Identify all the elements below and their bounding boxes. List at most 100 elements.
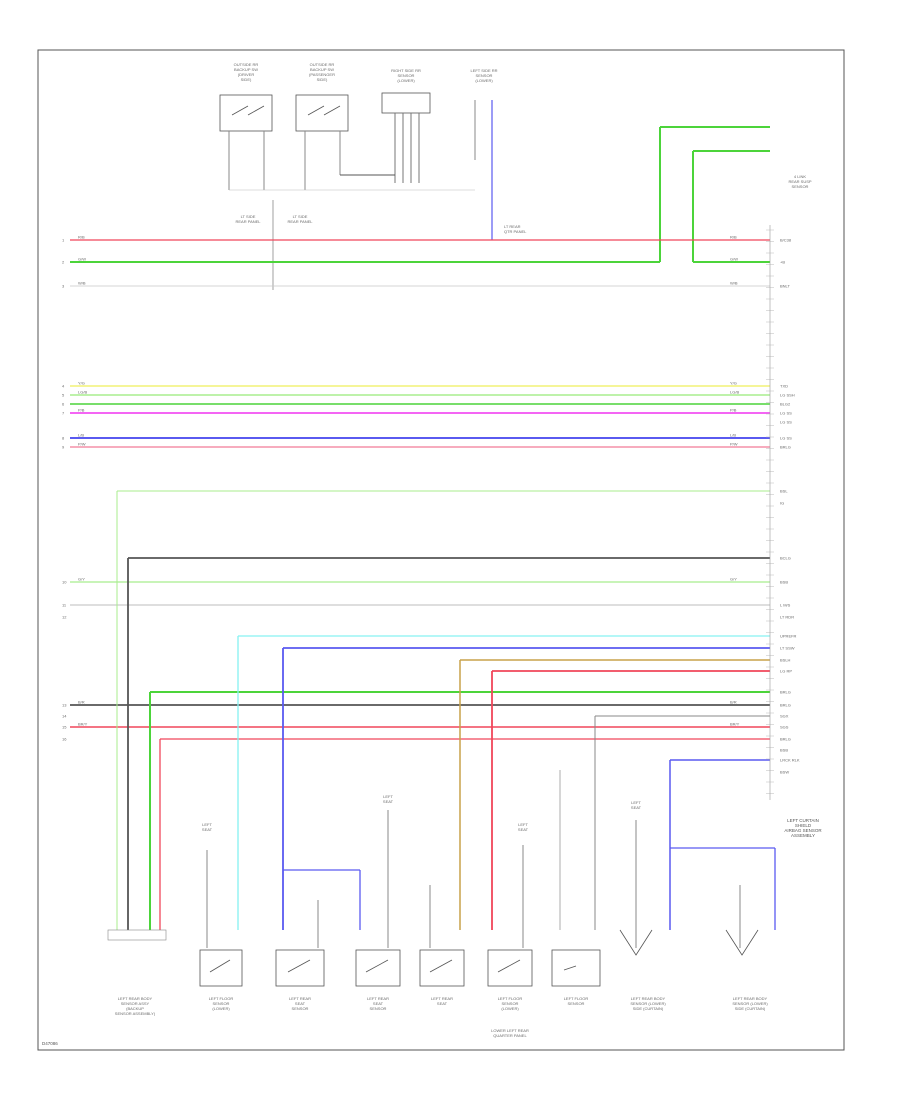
bottom-switch-3: [275, 949, 325, 987]
wire-code-label-right: LG/B: [730, 390, 739, 395]
ecu-pin-label: IG: [780, 501, 784, 506]
ecu-pin-label: BSW: [780, 770, 789, 775]
left-pin-number: 2: [62, 260, 65, 265]
left-pin-number: 16: [62, 737, 67, 742]
wire-code-label-right: G/Y: [730, 577, 737, 582]
left-pin-number: 12: [62, 615, 67, 620]
left-pin-number: 3: [62, 284, 65, 289]
wire-code-label-right: P/W: [730, 442, 738, 447]
ecu-pin-label: BSB: [780, 580, 788, 585]
bottom-switch-7: [551, 949, 601, 987]
rear-susp-sensor-connector: [659, 126, 770, 262]
wire-code-label: Y/G: [78, 381, 85, 386]
left-pin-number: 4: [62, 384, 65, 389]
ecu-pin-label: LG RP: [780, 669, 792, 674]
left-pin-number: 6: [62, 402, 65, 407]
ecu-pin-label: LRCK RLK: [780, 758, 800, 763]
ecu-pin-label: BRLG: [780, 445, 791, 450]
wire-code-label-right: R/B: [730, 235, 737, 240]
ecu-pin-label: LG SSH: [780, 393, 795, 398]
bottom-sensor-8: [619, 929, 653, 956]
left-pin-number: 15: [62, 725, 67, 730]
ecu-pin-label: BRLG: [780, 690, 791, 695]
ecu-pin-label: LT SSW: [780, 646, 795, 651]
wire-code-label: R/B: [78, 235, 85, 240]
wire-code-label-right: B/R: [730, 700, 737, 705]
wire-code-label-right: L/B: [730, 433, 736, 438]
seat-ground-drops: [206, 810, 741, 948]
outside-rr-backup-switch-driver: [219, 94, 273, 190]
left-side-rr-sensor: [474, 100, 493, 240]
wire-code-label: BR/Y: [78, 722, 88, 727]
left-pin-number: 9: [62, 445, 65, 450]
ecu-pin-label: UPREFR: [780, 634, 797, 639]
left-pin-number: 13: [62, 703, 67, 708]
wire-code-label-right: W/B: [730, 281, 738, 286]
ecu-pin-label: LT RDR: [780, 615, 794, 620]
ecu-pin-label: BSL: [780, 489, 788, 494]
left-pin-number: 14: [62, 714, 67, 719]
wire-code-label: P/W: [78, 442, 86, 447]
ecu-pin-label: +B: [780, 260, 785, 265]
bottom-switch-4: [355, 949, 401, 987]
outside-rr-backup-switch-passenger: [295, 94, 349, 190]
bottom-connector-1: [107, 929, 167, 941]
wire-code-label-right: Y/G: [730, 381, 737, 386]
ecu-pin-label: TXD: [780, 384, 788, 389]
wire-code-label: P/B: [78, 408, 85, 413]
diagram-code: D47086: [42, 1041, 58, 1046]
wire-code-label: L/B: [78, 433, 84, 438]
wire-code-label: B/R: [78, 700, 85, 705]
left-pin-number: 7: [62, 411, 65, 416]
wire-code-label-right: P/B: [730, 408, 737, 413]
ecu-pin-label: BSLH: [780, 658, 791, 663]
ecu-pin-label: L M/S: [780, 603, 791, 608]
wire-bus: [70, 239, 770, 761]
bottom-switch-5: [419, 949, 465, 987]
ecu-pin-label: BRLG: [780, 703, 791, 708]
left-pin-number: 8: [62, 436, 65, 441]
ecu-pin-label: B/C38: [780, 238, 792, 243]
vertical-drops: [116, 491, 776, 930]
wire-code-label: G/Y: [78, 577, 85, 582]
diagram-frame: [37, 49, 845, 1051]
ecu-pin-label: BSB: [780, 748, 788, 753]
left-pin-number: 10: [62, 580, 67, 585]
left-pin-number: 5: [62, 393, 65, 398]
wire-code-label: W/B: [78, 281, 86, 286]
bottom-sensor-9: [725, 929, 759, 956]
ecu-pin-label: LG SS: [780, 436, 792, 441]
left-pin-number: 11: [62, 603, 67, 608]
ecu-pin-label: BLG2: [780, 402, 791, 407]
ecu-pin-label: BNLT: [780, 284, 790, 289]
ecu-pin-label: BRLG: [780, 737, 791, 742]
bottom-switch-2: [199, 949, 243, 987]
right-side-rr-sensor: [381, 92, 431, 183]
wire-code-label: G/W: [78, 257, 86, 262]
wire-code-label-right: G/W: [730, 257, 738, 262]
ecu-pin-label: LG SS: [780, 420, 792, 425]
ecu-pin-label: LG SS: [780, 411, 792, 416]
ecu-pin-label: SGX: [780, 714, 789, 719]
wire-code-label: LG/B: [78, 390, 87, 395]
